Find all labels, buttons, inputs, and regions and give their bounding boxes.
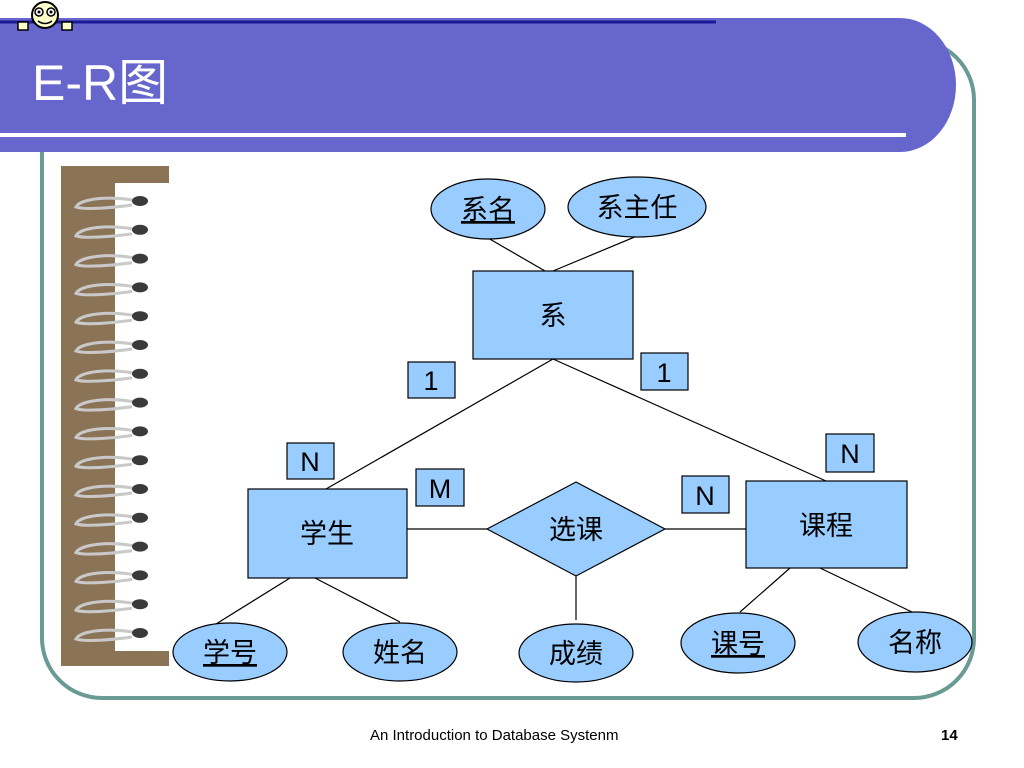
footer-caption: An Introduction to Database Systenm (370, 727, 619, 744)
title-bar (0, 18, 956, 152)
cardinality-student-dept: N (286, 442, 335, 480)
slide-title: E-R图 (32, 55, 168, 111)
spiral-binding-icon (61, 166, 173, 666)
attribute-student-no-label: 学号 (203, 638, 257, 669)
attribute-grade-label: 成绩 (549, 639, 603, 670)
attribute-student-name-label: 姓名 (373, 638, 427, 669)
cartoon-face-icon (17, 1, 73, 31)
attribute-course-name-label: 名称 (888, 628, 942, 659)
attribute-student-name: 姓名 (342, 622, 458, 682)
cardinality-course-enroll-label: N (695, 481, 715, 511)
entity-student: 学生 (247, 488, 408, 579)
cardinality-student-enroll: M (415, 468, 465, 507)
attribute-dept-head-label: 系主任 (597, 193, 678, 224)
attribute-student-no: 学号 (172, 622, 288, 682)
entity-department-label: 系 (540, 301, 567, 332)
attribute-course-name: 名称 (857, 611, 973, 673)
cardinality-dept-course-label: 1 (656, 358, 671, 388)
attribute-course-no: 课号 (680, 612, 796, 674)
entity-student-label: 学生 (300, 519, 354, 550)
relationship-enroll: 选课 (485, 481, 667, 577)
page-number: 14 (941, 727, 958, 744)
attribute-course-no-label: 课号 (711, 629, 765, 660)
cardinality-student-enroll-label: M (429, 474, 452, 504)
attribute-dept-name: 系名 (430, 178, 546, 240)
attribute-dept-name-label: 系名 (461, 195, 515, 226)
cardinality-dept-student: 1 (407, 361, 456, 399)
entity-course: 课程 (745, 480, 908, 569)
cardinality-student-dept-label: N (300, 447, 320, 477)
attribute-grade: 成绩 (518, 623, 634, 683)
cardinality-course-dept-label: N (840, 439, 860, 469)
entity-course-label: 课程 (799, 511, 853, 542)
cardinality-course-dept: N (825, 433, 875, 473)
attribute-dept-head: 系主任 (567, 176, 707, 238)
cardinality-dept-course: 1 (640, 352, 689, 391)
relationship-enroll-label: 选课 (549, 515, 603, 546)
cardinality-course-enroll: N (681, 475, 730, 514)
cardinality-dept-student-label: 1 (423, 366, 438, 396)
connector-lines (215, 235, 913, 625)
entity-department: 系 (472, 270, 634, 360)
